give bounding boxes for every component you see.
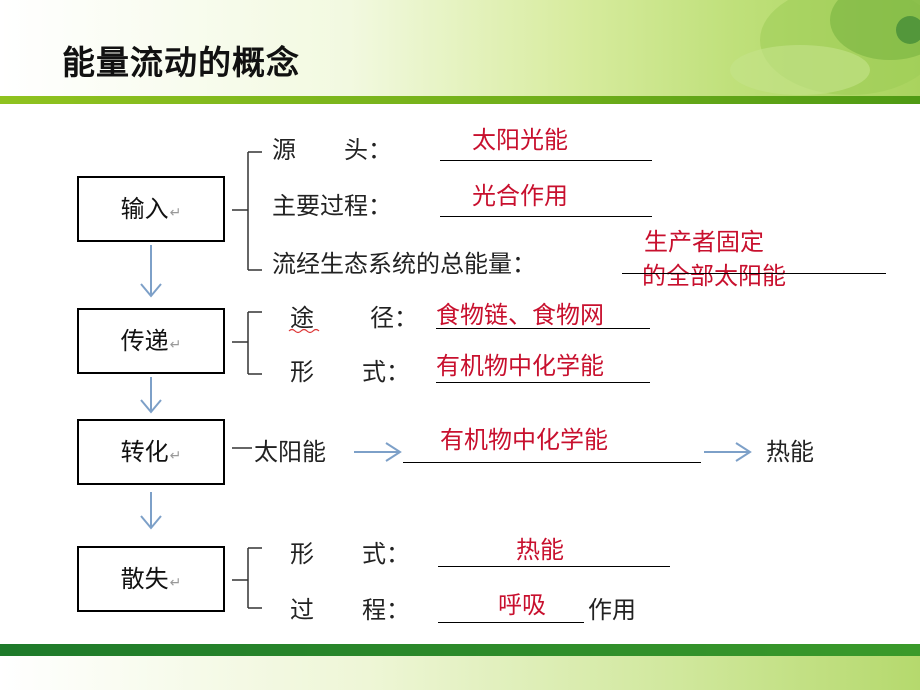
page-title: 能量流动的概念 — [62, 43, 300, 82]
source-blank-line — [440, 160, 652, 161]
conversion-start: 太阳能 — [254, 438, 326, 466]
right-arrow-2 — [704, 442, 752, 462]
transfer-box-label: 传递 — [120, 327, 169, 355]
return-mark: ↵ — [169, 575, 182, 591]
path-label-1: 途 — [290, 304, 314, 332]
process-blank-line — [440, 216, 652, 217]
dissipation-form-answer: 热能 — [516, 536, 564, 564]
conversion-middle-answer: 有机物中化学能 — [440, 426, 608, 454]
dissipation-form-blank-line — [438, 566, 670, 567]
return-mark: ↵ — [169, 448, 182, 464]
conversion-box: 转化↵ — [77, 419, 225, 485]
conversion-blank-line — [403, 462, 701, 463]
return-mark: ↵ — [169, 337, 182, 353]
path-blank-line — [436, 328, 650, 329]
transfer-form-label: 形 式： — [290, 358, 410, 386]
dissipation-process-blank-line — [438, 622, 584, 623]
footer-background — [0, 656, 920, 690]
dissipation-process-answer: 呼吸 — [498, 591, 546, 619]
spellcheck-squiggle — [288, 328, 320, 334]
source-answer: 太阳光能 — [472, 126, 568, 154]
dissipation-process-suffix: 作用 — [588, 596, 636, 624]
path-label-2: 径： — [370, 304, 418, 332]
return-mark: ↵ — [169, 205, 182, 221]
down-arrow-2 — [140, 377, 162, 414]
transfer-form-blank-line — [436, 382, 650, 383]
conversion-box-label: 转化 — [120, 438, 169, 466]
dissipation-box-label: 散失 — [120, 565, 169, 593]
leaf-decoration — [730, 0, 920, 95]
process-label: 主要过程： — [272, 192, 392, 220]
dissipation-process-label: 过 程： — [290, 596, 410, 624]
total-energy-label: 流经生态系统的总能量： — [272, 250, 536, 278]
down-arrow-1 — [140, 245, 162, 298]
right-arrow-1 — [354, 442, 402, 462]
transfer-box: 传递↵ — [77, 308, 225, 374]
input-box: 输入↵ — [77, 176, 225, 242]
header-divider — [0, 96, 920, 104]
input-box-label: 输入 — [120, 195, 169, 223]
path-answer: 食物链、食物网 — [436, 301, 604, 329]
transfer-form-answer: 有机物中化学能 — [436, 352, 604, 380]
total-energy-answer-line2: 的全部太阳能 — [642, 262, 786, 290]
source-label: 源 头： — [272, 136, 392, 164]
total-energy-blank-line — [622, 273, 886, 274]
dissipation-box: 散失↵ — [77, 546, 225, 612]
footer-strip — [0, 644, 920, 656]
process-answer: 光合作用 — [472, 182, 568, 210]
down-arrow-3 — [140, 492, 162, 530]
total-energy-answer-line1: 生产者固定 — [644, 228, 764, 256]
conversion-end: 热能 — [766, 438, 814, 466]
dissipation-form-label: 形 式： — [290, 540, 410, 568]
